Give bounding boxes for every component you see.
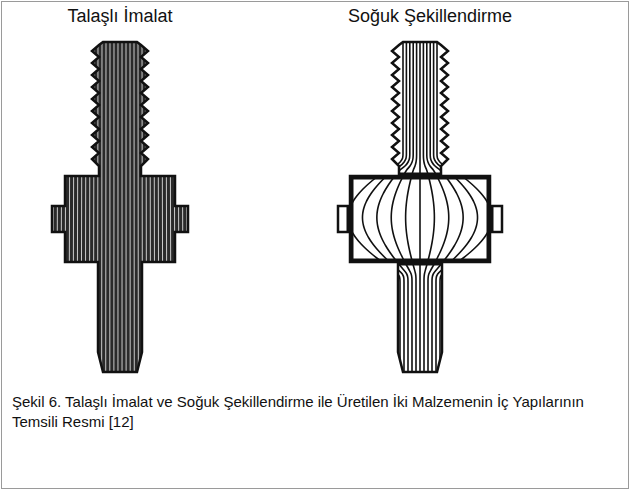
figure-caption: Şekil 6. Talaşlı İmalat ve Soğuk Şekille… [12, 392, 612, 433]
column-heading: Soğuk Şekillendirme [348, 6, 512, 27]
cold-formed-part [338, 38, 502, 374]
machined-part [49, 40, 192, 375]
column-heading: Talaşlı İmalat [67, 6, 172, 27]
figure-frame [2, 2, 629, 489]
